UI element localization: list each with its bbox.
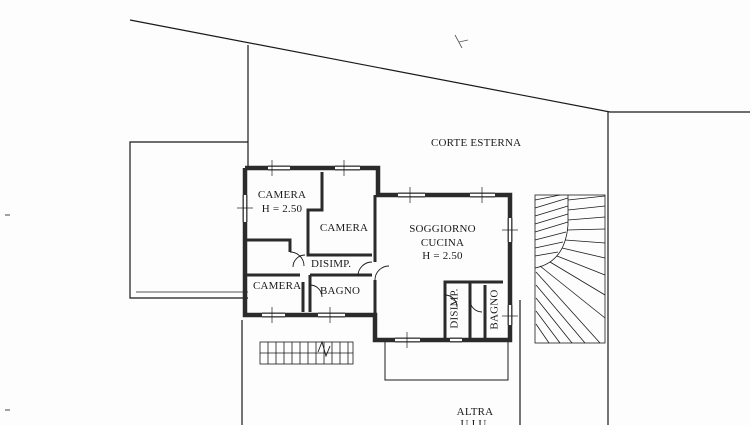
label-bagno-2: BAGNO <box>488 289 501 330</box>
lower-outline <box>384 342 509 381</box>
label-soggiorno-height: H = 2.50 <box>422 250 463 262</box>
label-soggiorno: SOGGIORNO <box>409 223 476 235</box>
label-disimp-2: DISIMP. <box>448 288 461 329</box>
label-camera-1: CAMERA <box>257 189 307 201</box>
wall-disimp2 <box>443 280 503 338</box>
wall-camera2 <box>306 172 372 257</box>
label-corte-esterna: CORTE ESTERNA <box>431 137 522 149</box>
winding-stair <box>534 194 606 344</box>
boundary-diagonal <box>129 19 611 113</box>
label-cucina: CUCINA <box>420 237 465 249</box>
label-disimp-1: DISIMP. <box>311 258 352 270</box>
label-altra-cut: U.I.U. <box>460 418 490 425</box>
building-outer-wall <box>242 165 513 343</box>
wall-camera1 <box>247 238 292 252</box>
annex-outline <box>129 141 248 299</box>
label-bagno-1: BAGNO <box>320 285 361 297</box>
label-camera-1-height: H = 2.50 <box>261 203 303 215</box>
label-altra: ALTRA <box>456 406 494 418</box>
label-camera-2: CAMERA <box>319 222 369 234</box>
label-camera-3: CAMERA <box>253 280 302 292</box>
external-stair <box>259 340 354 365</box>
